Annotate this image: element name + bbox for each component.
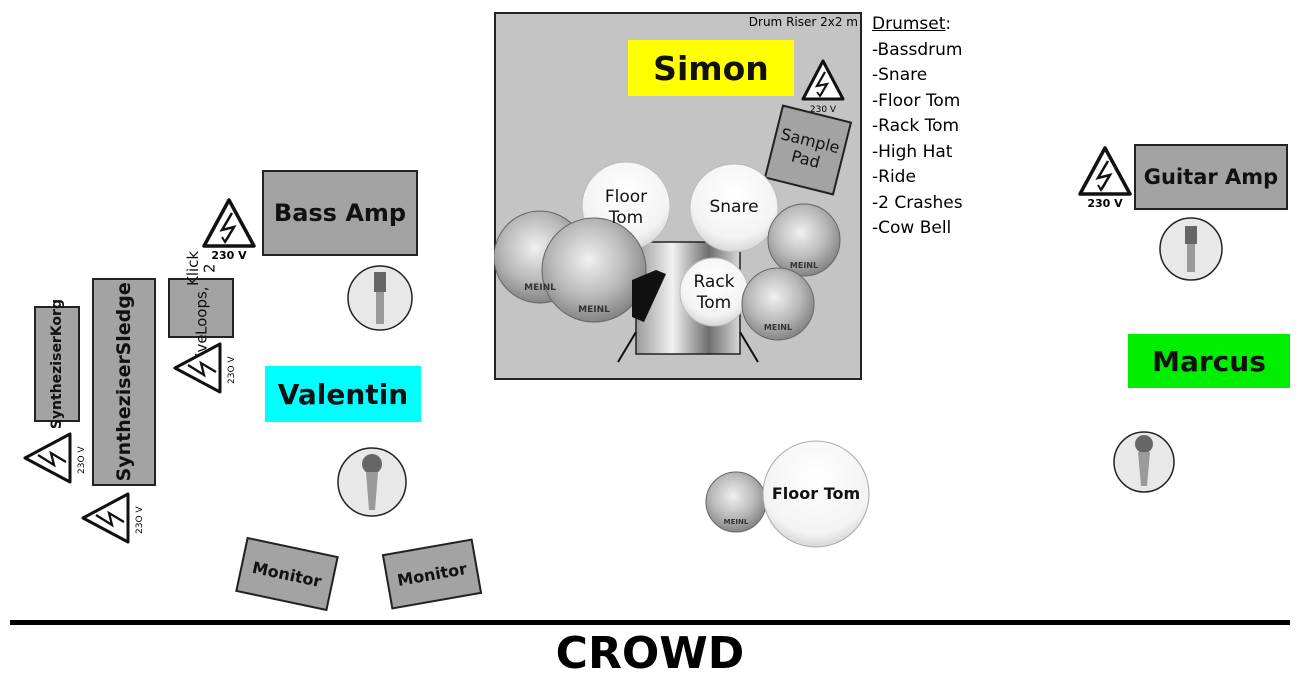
power-warning-icon: 230 V [801,59,845,115]
drumset-title-colon: : [945,14,952,34]
microphone-stand-icon [347,265,413,331]
synth-sledge-label-2: Sledge [112,282,135,356]
extra-drums-drawing: MEINL [705,440,870,548]
cowbell [632,270,666,322]
drumset-item: -2 Crashes [872,192,963,213]
crowd-label: CROWD [555,628,745,679]
power-warning-icon: 230 V [1078,146,1132,210]
power-label: 230 V [810,105,837,115]
cymbal [741,267,815,341]
power-label: 230 V [1087,197,1123,210]
live-loops-device: Live Loops, Klick 2 [168,251,234,365]
musician-valentin-label: Valentin [265,366,421,422]
musician-marcus-label: Marcus [1128,334,1290,388]
synth-korg-label-2: Korg [48,298,65,337]
power-label: 23O V [227,356,237,384]
stage-edge-line [10,620,1290,625]
rack-tom-label-1: Rack [693,271,735,292]
drumset-item: -Ride [872,167,916,187]
power-label: 23O V [135,506,145,534]
power-warning-icon: 230 V [202,198,256,262]
synthesizer-korg: Syntheziser Korg [34,299,80,429]
cymbal [541,217,647,323]
drumset-item: -High Hat [872,141,953,162]
cymbal-logo: MEINL [764,323,792,332]
rack-tom-label-2: Tom [696,293,732,313]
microphone-icon [1113,431,1175,493]
drumset-title: Drumset [872,14,946,34]
monitor-right: Monitor [381,538,483,610]
synth-sledge-label-1: Syntheziser [112,355,135,482]
cymbal-logo: MEINL [724,518,749,526]
synth-korg-label: Syntheziser Korg [49,299,65,429]
guitar-amp: Guitar Amp [1134,144,1288,210]
live-loops-label-3: Klick 2 [183,250,219,286]
power-warning-icon: 23O V [81,492,145,544]
power-warning-icon: 23O V [23,432,87,484]
monitor-left: Monitor [235,536,339,612]
floor-tom-label-1: Floor [604,186,648,207]
floor-tom-label-2: Tom [608,208,644,228]
drumset-list: Drumset: -Bassdrum -Snare -Floor Tom -Ra… [872,12,963,242]
live-loops-label: Live Loops, Klick 2 [184,251,219,365]
drumset-item: -Rack Tom [872,116,960,136]
microphone-stand-icon [1159,217,1223,281]
rack-tom-label: Rack Tom [678,268,750,318]
cymbal-logo: MEINL [790,261,818,270]
musician-simon-label: Simon [628,40,794,96]
drumset-item: -Bassdrum [872,39,963,60]
drumset-item: -Floor Tom [872,90,961,111]
drumset-item: -Cow Bell [872,218,952,238]
snare-label: Snare [709,197,759,218]
floor-tom-label: Floor Tom [588,180,664,236]
bass-amp: Bass Amp [262,170,418,256]
extra-floor-tom-label: Floor Tom [771,484,861,503]
cymbal [767,203,841,277]
synthesizer-sledge: Syntheziser Sledge [92,278,156,486]
drumset-item: -Snare [872,65,928,85]
synth-sledge-label: Syntheziser Sledge [113,282,136,481]
cymbal-logo: MEINL [578,305,610,315]
extra-floor-tom [762,440,870,548]
microphone-icon [337,447,407,517]
drum-kit-drawing: MEINL MEINL MEINL MEINL [494,161,841,363]
power-label: 230 V [211,249,247,262]
snare-drum [689,163,779,253]
synth-korg-label-1: Syntheziser [48,336,65,430]
drum-riser-label: Drum Riser 2x2 m [748,15,858,29]
power-warning-icon: 23O V [173,342,237,394]
live-loops-label-2: Loops, [191,285,210,335]
power-label: 23O V [77,446,87,474]
cymbal-logo: MEINL [524,283,556,293]
